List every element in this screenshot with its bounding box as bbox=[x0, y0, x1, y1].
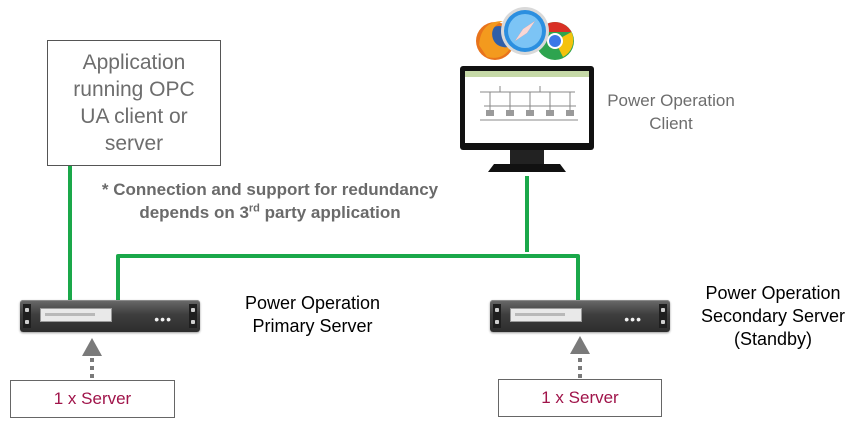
drive-slot bbox=[510, 308, 582, 322]
wire-backbone bbox=[116, 254, 580, 302]
rack-ear-right bbox=[189, 304, 197, 328]
secondary-label-line-1: Power Operation bbox=[705, 283, 841, 303]
status-leds: ••• bbox=[154, 311, 172, 327]
rack-ear-right bbox=[659, 304, 667, 328]
secondary-label-line-2: Secondary Server bbox=[700, 306, 846, 326]
note-line-1: * Connection and support for redundancy bbox=[101, 180, 439, 199]
secondary-server: ••• bbox=[490, 300, 670, 332]
primary-server-label: Power Operation Primary Server bbox=[225, 292, 400, 338]
secondary-server-count: 1 x Server bbox=[498, 379, 662, 417]
rack-ear-left bbox=[493, 304, 501, 328]
primary-label-line-1: Power Operation bbox=[244, 293, 381, 313]
primary-server-count: 1 x Server bbox=[10, 380, 175, 418]
drive-slot bbox=[40, 308, 112, 322]
primary-server: ••• bbox=[20, 300, 200, 332]
client-monitor bbox=[460, 66, 594, 172]
application-line-2: running OPC bbox=[73, 78, 195, 101]
secondary-server-label: Power Operation Secondary Server (Standb… bbox=[684, 282, 861, 351]
client-label-line-1: Power Operation bbox=[607, 91, 735, 110]
note-line-2: depends on 3rd party application bbox=[139, 202, 401, 222]
application-box: Application running OPC UA client or ser… bbox=[47, 40, 221, 166]
primary-label-line-2: Primary Server bbox=[252, 316, 373, 336]
arrow-head-secondary bbox=[570, 336, 590, 354]
redundancy-note: * Connection and support for redundancy … bbox=[70, 178, 470, 224]
browser-icons bbox=[476, 7, 574, 60]
arrow-head-primary bbox=[82, 338, 102, 356]
safari-icon bbox=[501, 7, 549, 55]
status-leds: ••• bbox=[624, 311, 642, 327]
application-line-4: server bbox=[104, 132, 164, 155]
rack-ear-left bbox=[23, 304, 31, 328]
application-line-1: Application bbox=[82, 51, 186, 74]
client-label-line-2: Client bbox=[649, 114, 693, 133]
secondary-label-line-3: (Standby) bbox=[733, 329, 813, 349]
application-line-3: UA client or bbox=[80, 105, 188, 128]
client-label: Power Operation Client bbox=[596, 89, 746, 135]
